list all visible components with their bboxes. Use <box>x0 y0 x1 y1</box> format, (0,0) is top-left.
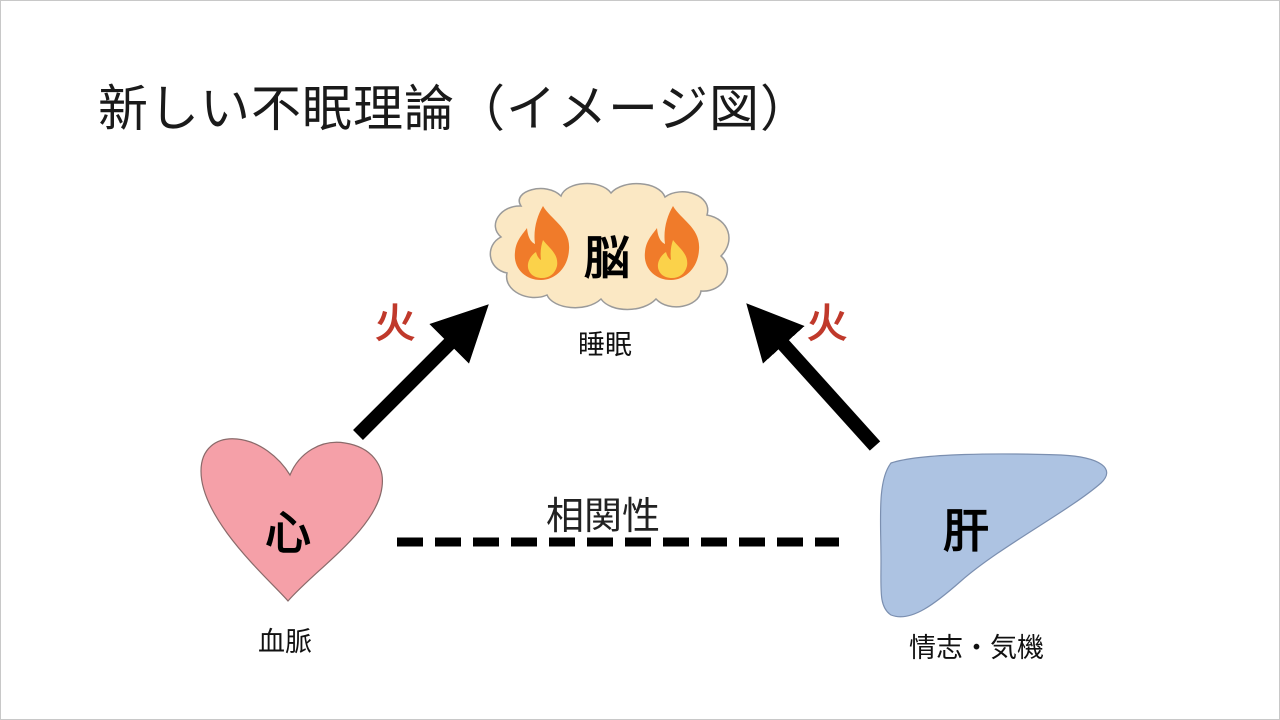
liver-function-label: 情志・気機 <box>909 633 1044 664</box>
heart-label: 心 <box>265 506 311 560</box>
liver-shape <box>879 453 1108 618</box>
flame-icon <box>514 206 570 280</box>
heart-shape <box>200 438 383 602</box>
arrow-liver-to-brain <box>746 303 881 451</box>
page-title: 新しい不眠理論（イメージ図） <box>98 80 811 138</box>
correlation-label: 相関性 <box>546 494 661 538</box>
heart-function-label: 血脈 <box>258 627 312 658</box>
brain-label: 脳 <box>584 231 630 285</box>
brain-function-label: 睡眠 <box>578 330 632 361</box>
arrow-heart-to-brain <box>353 304 489 440</box>
fire-label-right: 火 <box>807 301 847 347</box>
flame-icon <box>644 206 700 280</box>
liver-label: 肝 <box>943 504 989 558</box>
fire-label-left: 火 <box>375 301 415 347</box>
